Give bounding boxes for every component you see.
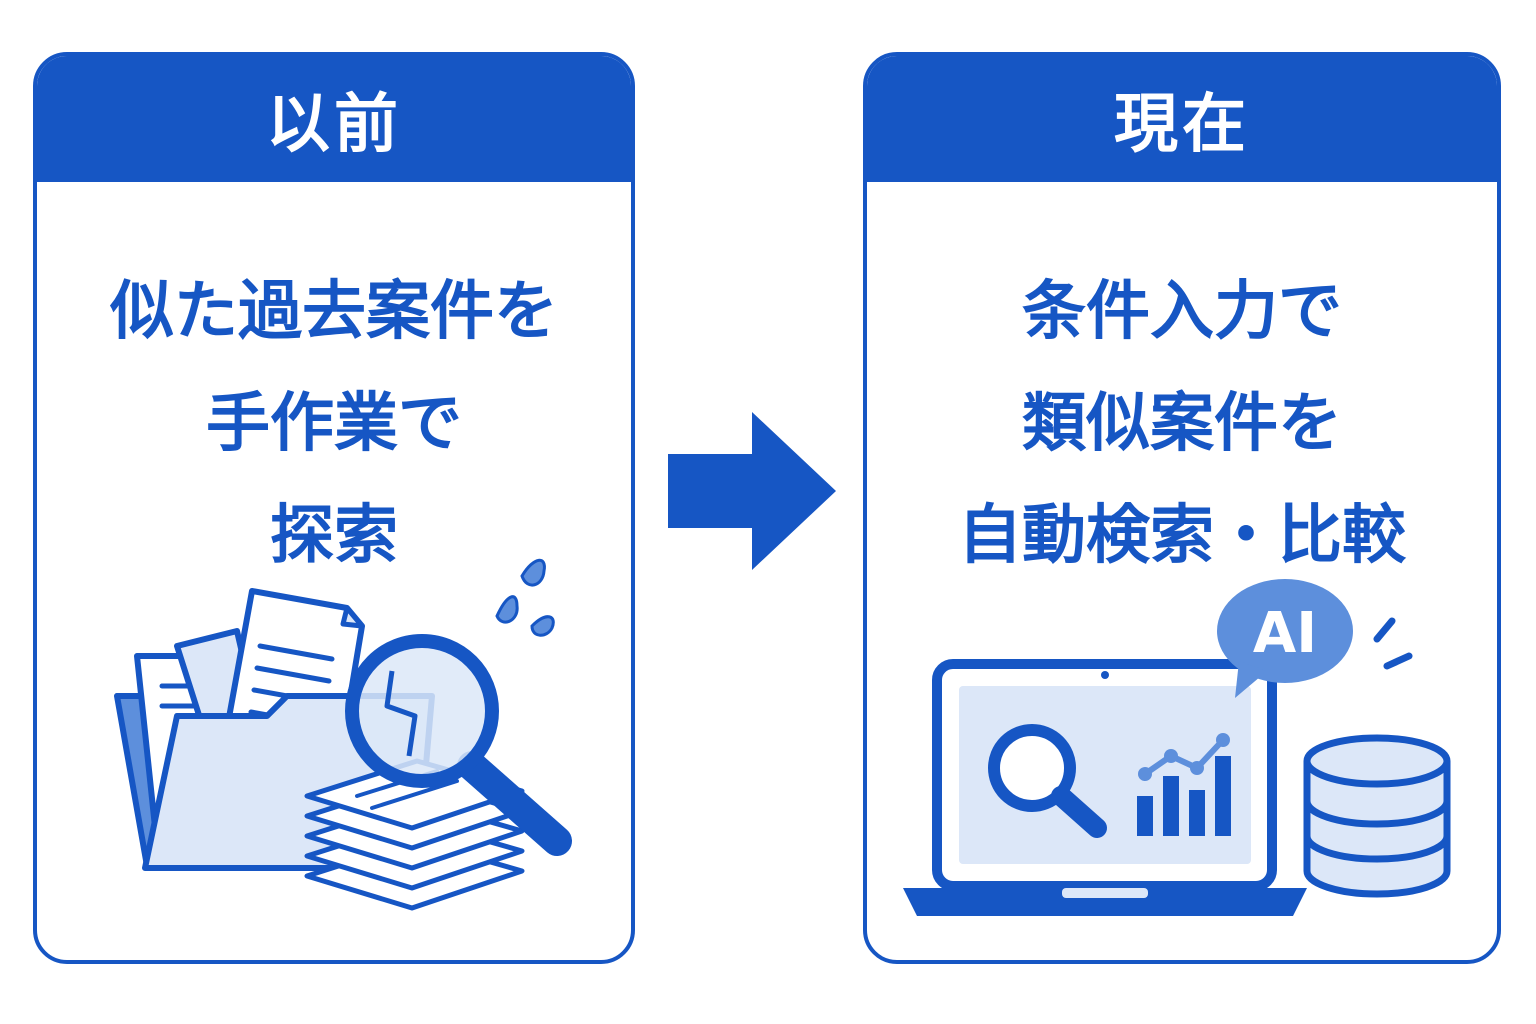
ai-speech-bubble-icon: AI (1217, 579, 1413, 698)
after-line-3: 自動検索・比較 (958, 499, 1406, 573)
search-icon (988, 724, 1107, 838)
after-line-1: 条件入力で (1022, 275, 1342, 349)
before-description: 似た過去案件を 手作業で 探索 (37, 256, 631, 592)
magnifier-icon (345, 634, 572, 856)
after-panel-title: 現在 (867, 56, 1497, 182)
manual-search-illustration (114, 558, 572, 911)
before-line-1: 似た過去案件を (110, 275, 558, 349)
after-description: 条件入力で 類似案件を 自動検索・比較 (867, 256, 1497, 592)
before-panel-title: 以前 (37, 56, 631, 182)
before-panel: 以前 似た過去案件を 手作業で 探索 (33, 52, 635, 964)
database-icon (1303, 734, 1451, 898)
right-arrow-icon (668, 412, 836, 570)
laptop-icon (903, 659, 1307, 916)
bar-chart-icon (1137, 733, 1231, 836)
auto-search-illustration: AI (903, 579, 1451, 916)
after-panel: 現在 条件入力で 類似案件を 自動検索・比較 (863, 52, 1501, 964)
ai-badge-label: AI (1253, 601, 1317, 666)
before-line-3: 探索 (270, 499, 398, 573)
sweat-drops-icon (495, 558, 555, 637)
after-line-2: 類似案件を (1022, 387, 1342, 461)
before-line-2: 手作業で (206, 387, 462, 461)
